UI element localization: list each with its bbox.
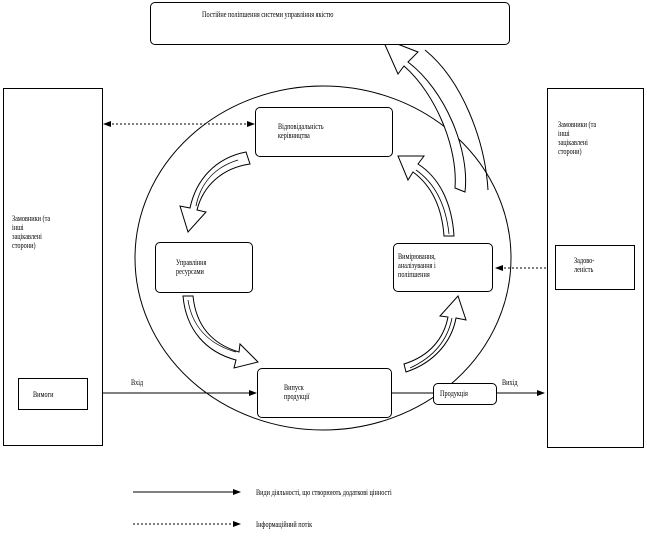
top-improvement-box <box>150 2 510 45</box>
left-customers-label: Замовники (та інші зацікавлені сторони) <box>12 214 51 250</box>
product-realization-box <box>257 368 392 418</box>
resource-management-box <box>155 242 253 293</box>
legend-value-flow-label: Види діяльності, що створюють додаткові … <box>256 488 392 497</box>
satisfaction-box <box>555 245 635 290</box>
management-responsibility-label: Відповідальність керівництва <box>278 122 324 140</box>
measurement-box <box>393 243 493 292</box>
process-cycle-circle <box>134 85 512 431</box>
output-label: Вихід <box>502 378 518 387</box>
requirements-box <box>18 378 88 410</box>
satisfaction-label: Задово- леність <box>574 256 595 274</box>
improvement-arrow-outer <box>424 49 489 191</box>
arrow-measurement-to-mgmt <box>397 155 455 237</box>
arrow-mgmt-to-resources <box>179 151 251 233</box>
requirements-label: Вимоги <box>33 390 54 399</box>
top-box-label: Постійне поліпшення системи управління я… <box>202 10 334 19</box>
input-label: Вхід <box>131 378 144 387</box>
product-box <box>433 383 497 405</box>
legend-info-flow-label: Інформаційний потік <box>256 520 313 529</box>
arrow-resources-to-realization <box>182 295 259 369</box>
resource-management-label: Управління ресурсами <box>176 258 207 276</box>
right-customers-label: Замовники (та інші зацікавлені сторони) <box>558 120 597 156</box>
product-label: Продукція <box>440 389 468 398</box>
measurement-label: Вимірювання, аналізування і поліпшення <box>398 252 436 279</box>
management-responsibility-box <box>255 107 393 157</box>
product-realization-label: Випуск продукції <box>284 383 310 401</box>
arrow-realization-to-measurement <box>403 295 467 373</box>
